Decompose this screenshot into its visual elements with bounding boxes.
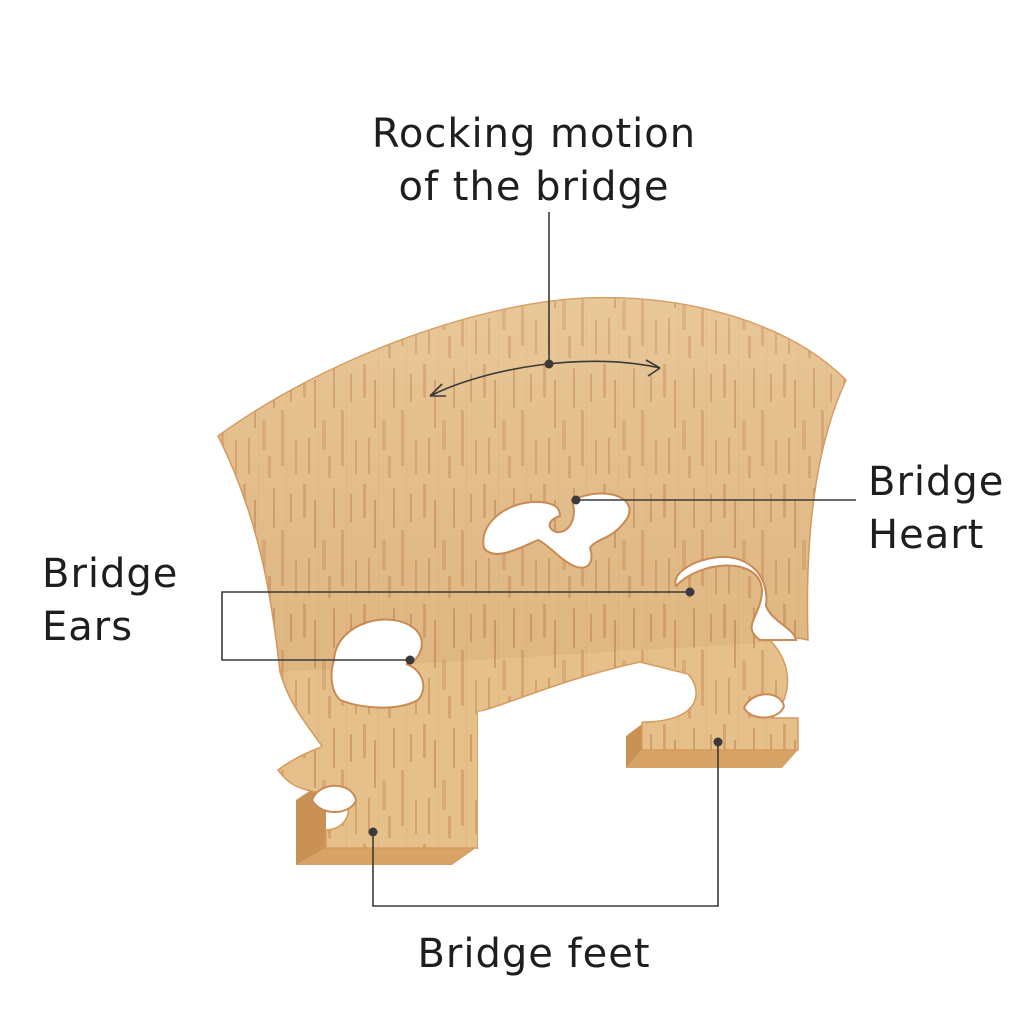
bridge-feet-gap <box>478 690 642 848</box>
bridge-left-foot-cutout <box>310 784 358 814</box>
leader-ears <box>221 591 690 661</box>
bridge-left-ear-cutout <box>330 618 425 709</box>
dot-foot-left <box>368 827 378 837</box>
dot-ear-right <box>685 587 695 597</box>
bridge-body-shading <box>218 297 846 672</box>
label-heart-line2: Heart <box>868 512 985 558</box>
bridge-right-ear-cutout <box>674 555 798 641</box>
leader-lines <box>221 212 856 907</box>
rocking-arrow <box>429 360 661 397</box>
leader-feet <box>372 742 719 907</box>
dot-foot-right <box>713 737 723 747</box>
bridge-right-foot-cutout <box>742 693 786 719</box>
label-rocking-line2: of the bridge <box>398 164 670 210</box>
label-heart-line1: Bridge <box>868 459 1005 505</box>
label-bridge-ears: Bridge Ears <box>42 548 178 654</box>
rocking-arrow-head-left <box>429 383 446 397</box>
bridge-heart-cutout <box>482 492 631 569</box>
dot-rocking <box>544 359 554 369</box>
dot-ear-left <box>405 655 415 665</box>
rocking-arrow-head-right <box>645 359 661 377</box>
label-bridge-heart: Bridge Heart <box>868 456 1004 562</box>
label-ears-line2: Ears <box>42 604 134 650</box>
dot-heart <box>571 495 581 505</box>
label-rocking-line1: Rocking motion <box>371 111 697 157</box>
label-ears-line1: Bridge <box>42 551 179 597</box>
label-rocking-motion: Rocking motion of the bridge <box>0 108 1024 214</box>
label-bridge-feet: Bridge feet <box>0 934 1024 974</box>
leader-dots <box>368 359 723 837</box>
label-feet-line1: Bridge feet <box>417 931 651 977</box>
